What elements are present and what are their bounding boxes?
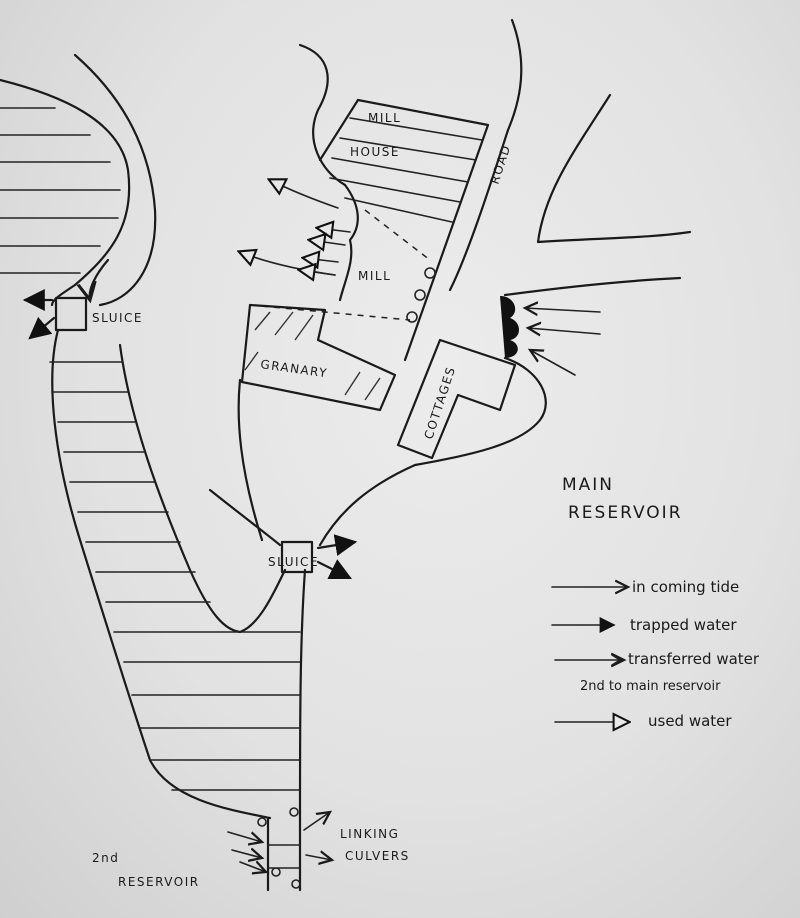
- label-sluice-upper: SLUICE: [92, 311, 143, 325]
- sluice-lower-structure: [208, 488, 358, 580]
- label-culvers: CULVERS: [345, 849, 410, 863]
- legend-label-transferred-water: transferred water: [628, 650, 760, 668]
- label-sluice-lower: SLUICE: [268, 555, 319, 569]
- legend-label-second-to-main: 2nd to main reservoir: [580, 679, 721, 694]
- label-second-reservoir-1: 2nd: [92, 851, 119, 865]
- linking-culvers: [227, 807, 332, 892]
- label-road: ROAD: [488, 143, 514, 186]
- used-water-arrows: [240, 180, 351, 275]
- road: [448, 18, 692, 292]
- legend-label-incoming-tide: in coming tide: [632, 578, 739, 596]
- label-cottages: COTTAGES: [422, 364, 459, 440]
- label-house: HOUSE: [350, 145, 400, 159]
- legend-label-used-water: used water: [648, 712, 732, 730]
- label-granary: GRANARY: [260, 357, 329, 380]
- label-mill: MILL: [368, 111, 401, 125]
- sluice-upper-structure: [22, 258, 110, 340]
- tide-inlet: [318, 276, 682, 547]
- label-main-reservoir-1: MAIN: [562, 475, 614, 495]
- legend: in coming tide trapped water transferred…: [551, 578, 760, 730]
- label-linking: LINKING: [340, 827, 399, 841]
- legend-label-trapped-water: trapped water: [630, 616, 737, 634]
- label-second-reservoir-2: RESERVOIR: [118, 875, 200, 889]
- label-mill-wheel: MILL: [358, 269, 391, 283]
- label-main-reservoir-2: RESERVOIR: [568, 503, 683, 523]
- legend-symbol-transferred-second-head: [611, 654, 622, 666]
- mill-complex: [237, 43, 517, 542]
- second-reservoir: [0, 53, 307, 820]
